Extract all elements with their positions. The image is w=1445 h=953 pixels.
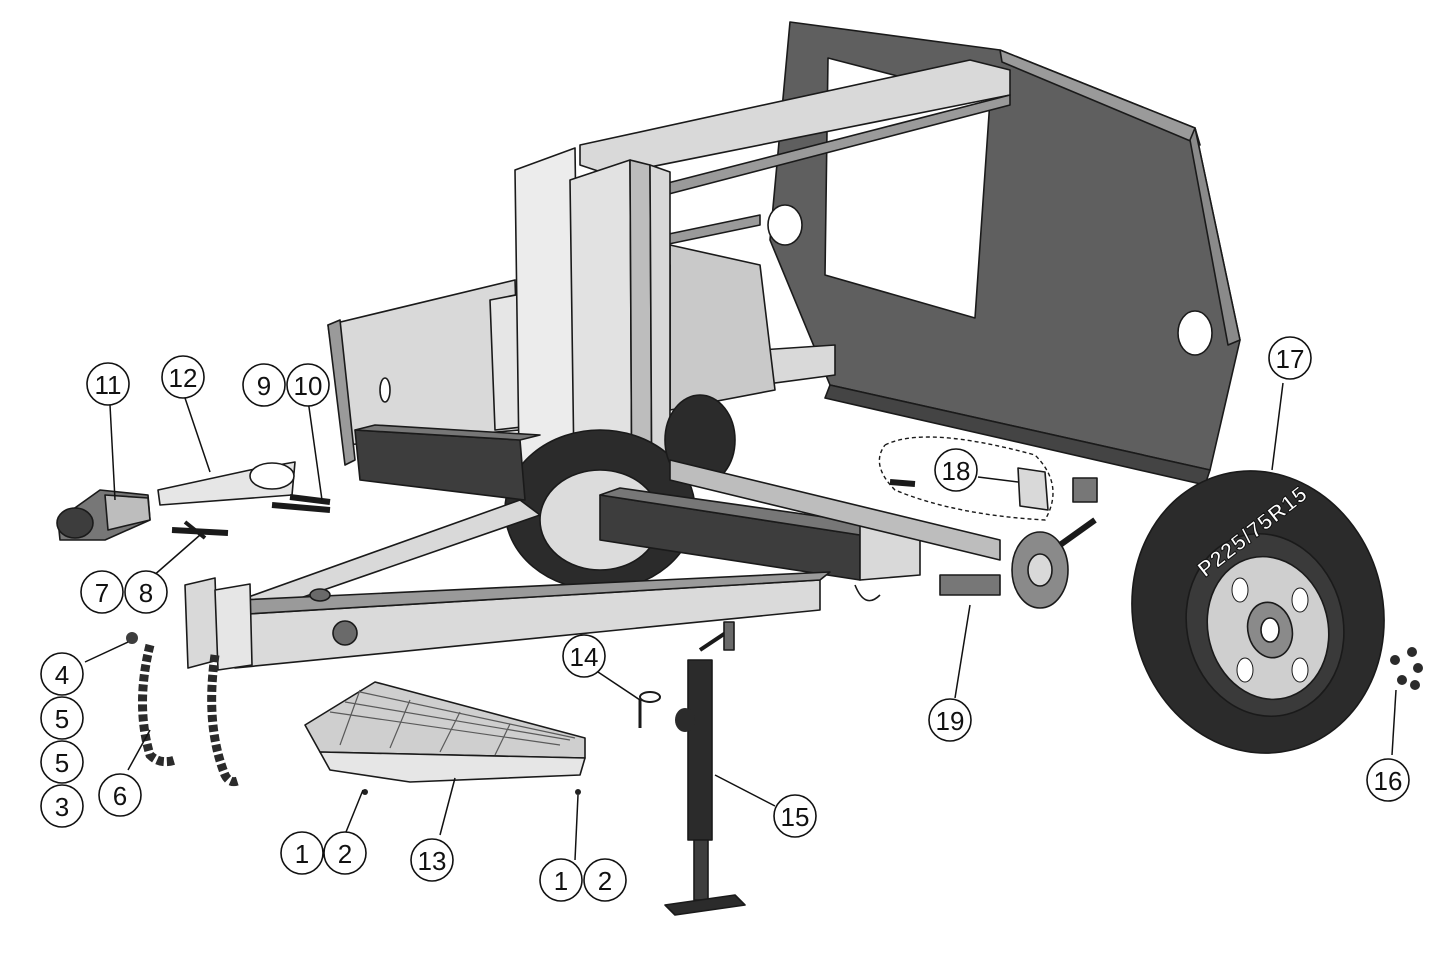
callout-17: 17 <box>1268 336 1312 380</box>
svg-text:3: 3 <box>55 792 69 822</box>
callout-18: 18 <box>934 448 978 492</box>
svg-text:2: 2 <box>338 839 352 869</box>
svg-text:13: 13 <box>418 846 447 876</box>
callout-2-b: 2 <box>583 858 627 902</box>
leader-lines <box>84 382 1397 861</box>
top-frame-rails <box>579 59 1011 386</box>
svg-text:14: 14 <box>570 642 599 672</box>
svg-text:4: 4 <box>55 660 69 690</box>
svg-text:18: 18 <box>942 456 971 486</box>
callout-9: 9 <box>242 363 286 407</box>
svg-text:15: 15 <box>781 802 810 832</box>
axle <box>669 459 1097 609</box>
callout-4: 4 <box>40 652 84 696</box>
lock-pin <box>638 691 661 728</box>
svg-text:16: 16 <box>1374 766 1403 796</box>
safety-chains <box>126 632 243 787</box>
svg-text:11: 11 <box>95 370 122 400</box>
callout-7: 7 <box>80 570 124 614</box>
svg-text:2: 2 <box>598 866 612 896</box>
spare-tire: P225/75R15 <box>1131 470 1385 754</box>
callout-12: 12 <box>161 355 205 399</box>
svg-text:7: 7 <box>95 578 109 608</box>
svg-text:1: 1 <box>554 866 568 896</box>
callout-11: 11 <box>86 362 130 406</box>
svg-text:8: 8 <box>139 578 153 608</box>
callout-1-a: 1 <box>280 831 324 875</box>
callout-6: 6 <box>98 773 142 817</box>
callout-14: 14 <box>562 634 606 678</box>
svg-text:19: 19 <box>936 706 965 736</box>
callout-15: 15 <box>773 794 817 838</box>
side-panel <box>327 279 521 466</box>
callout-19: 19 <box>928 698 972 742</box>
tongue-a-frame <box>184 499 881 671</box>
lunette-bracket <box>157 461 296 506</box>
svg-text:17: 17 <box>1276 344 1305 374</box>
callout-8: 8 <box>124 570 168 614</box>
spring-hanger-group <box>878 436 1098 521</box>
svg-text:5: 5 <box>55 748 69 778</box>
svg-text:10: 10 <box>294 371 323 401</box>
callout-10: 10 <box>286 363 330 407</box>
callout-3: 3 <box>40 784 84 828</box>
callout-13: 13 <box>410 838 454 882</box>
svg-text:5: 5 <box>55 704 69 734</box>
svg-text:1: 1 <box>295 839 309 869</box>
hitch-coupler <box>56 489 151 541</box>
svg-text:6: 6 <box>113 781 127 811</box>
callout-5-b: 5 <box>40 740 84 784</box>
bolts <box>171 494 331 540</box>
lug-nuts <box>1390 647 1423 690</box>
step-grate <box>304 681 586 795</box>
callout-1-b: 1 <box>539 858 583 902</box>
tongue-jack <box>664 621 746 916</box>
callout-5-a: 5 <box>40 696 84 740</box>
callout-2-a: 2 <box>323 831 367 875</box>
svg-text:9: 9 <box>257 371 271 401</box>
callout-16: 16 <box>1366 758 1410 802</box>
svg-text:12: 12 <box>169 363 198 393</box>
